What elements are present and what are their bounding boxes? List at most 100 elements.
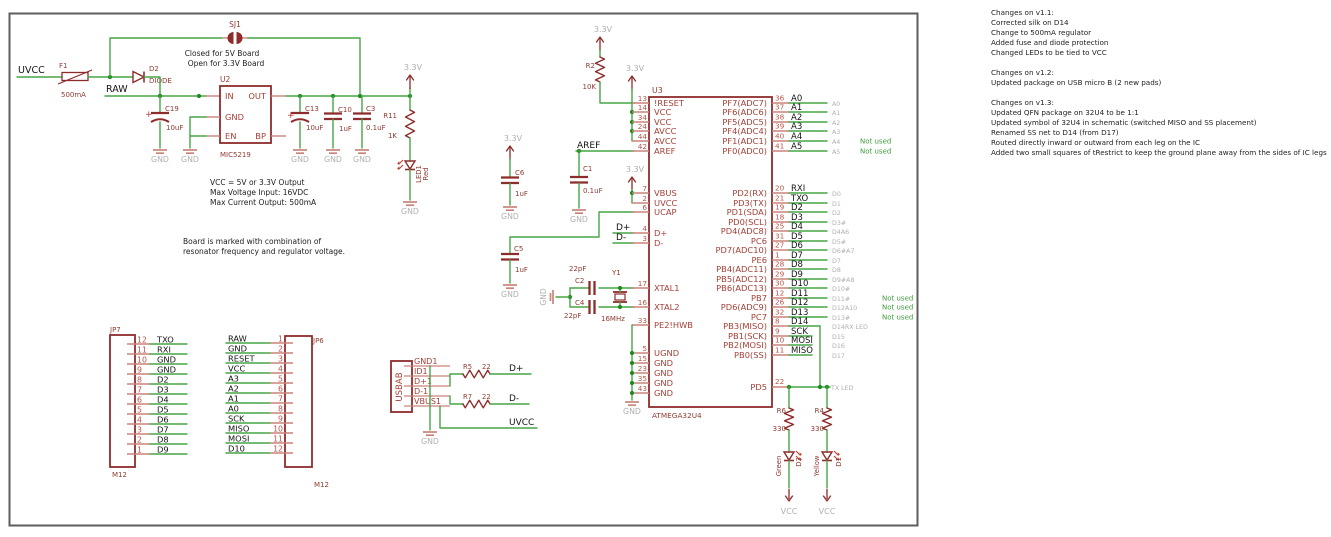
svg-text:D9: D9 [791, 270, 803, 280]
svg-text:JP6: JP6 [312, 337, 324, 345]
svg-text:D10: D10 [228, 444, 245, 454]
svg-text:GND: GND [654, 368, 673, 378]
svg-text:AVCC: AVCC [654, 126, 677, 136]
svg-text:D0: D0 [832, 191, 841, 198]
svg-text:2: 2 [642, 194, 647, 203]
svg-text:RESET: RESET [228, 354, 256, 364]
svg-text:23: 23 [638, 364, 648, 373]
svg-text:22: 22 [482, 363, 491, 371]
svg-text:XTAL1: XTAL1 [654, 283, 680, 293]
svg-text:A4: A4 [791, 132, 802, 142]
svg-text:A0: A0 [228, 404, 239, 414]
svg-text:EN: EN [225, 131, 236, 141]
changelog-line: Changed LEDs to be tied to VCC [991, 48, 1107, 57]
svg-text:D8: D8 [832, 267, 841, 274]
svg-text:0.1uF: 0.1uF [366, 124, 386, 132]
svg-text:12: 12 [775, 289, 784, 298]
svg-text:11: 11 [273, 435, 283, 444]
svg-text:17: 17 [638, 279, 648, 288]
changelog-line: Updated symbol of 32U4 in schematic (swi… [991, 118, 1257, 127]
svg-text:D1: D1 [835, 457, 843, 467]
changelog-line: Added fuse and diode protection [991, 38, 1109, 47]
svg-text:D2: D2 [157, 375, 169, 385]
svg-text:D11#: D11# [832, 296, 850, 303]
svg-text:11: 11 [775, 346, 784, 355]
changelog-line: Renamed SS net to D14 (from D17) [991, 128, 1119, 137]
changelog-line: Updated package on USB micro B (2 new pa… [991, 78, 1162, 87]
svg-text:MOSI: MOSI [228, 434, 249, 444]
svg-text:OUT: OUT [248, 91, 267, 101]
svg-text:C2: C2 [575, 277, 584, 285]
svg-text:D2: D2 [832, 210, 841, 217]
svg-text:+: + [287, 111, 295, 121]
svg-text:Green: Green [775, 456, 783, 477]
svg-text:resonator frequency and regula: resonator frequency and regulator voltag… [183, 247, 345, 256]
svg-text:25: 25 [775, 222, 784, 231]
svg-text:C5: C5 [514, 245, 523, 253]
svg-text:PD7(ADC10): PD7(ADC10) [715, 245, 767, 255]
svg-text:2: 2 [278, 345, 283, 354]
svg-text:A1: A1 [791, 103, 802, 113]
svg-text:D6#A7: D6#A7 [832, 248, 854, 255]
svg-text:GND: GND [291, 155, 309, 164]
svg-text:C13: C13 [305, 105, 319, 113]
svg-text:D3: D3 [795, 457, 803, 467]
svg-text:PD3(TX): PD3(TX) [733, 198, 767, 208]
svg-text:27: 27 [775, 241, 785, 250]
svg-text:3: 3 [278, 355, 283, 364]
svg-text:C10: C10 [338, 106, 352, 114]
svg-text:3: 3 [137, 426, 142, 435]
svg-text:10: 10 [775, 336, 785, 345]
svg-text:UVCC: UVCC [654, 198, 678, 208]
svg-text:PC6: PC6 [751, 236, 767, 246]
svg-text:PD0(SCL): PD0(SCL) [728, 217, 767, 227]
svg-text:29: 29 [775, 270, 785, 279]
svg-text:Not used: Not used [882, 314, 913, 322]
svg-text:28: 28 [775, 260, 785, 269]
changelog-v1-3: Changes on v1.3: Updated QFN package on … [991, 98, 1327, 158]
svg-text:38: 38 [775, 113, 785, 122]
svg-text:3.3V: 3.3V [626, 165, 645, 174]
svg-text:GND: GND [225, 112, 244, 122]
svg-text:42: 42 [638, 142, 647, 151]
svg-text:8: 8 [278, 405, 283, 414]
svg-text:5: 5 [278, 375, 283, 384]
svg-text:MISO: MISO [228, 424, 250, 434]
svg-text:C6: C6 [515, 169, 525, 177]
svg-text:D4: D4 [791, 222, 803, 232]
svg-text:D2: D2 [791, 203, 803, 213]
svg-text:VBUS1: VBUS1 [414, 397, 441, 406]
svg-text:D7: D7 [157, 425, 169, 435]
svg-text:RAW: RAW [106, 84, 128, 95]
svg-text:D6: D6 [791, 241, 803, 251]
svg-text:ID1: ID1 [414, 367, 428, 376]
svg-text:D13: D13 [791, 308, 808, 318]
svg-text:Not used: Not used [882, 295, 913, 303]
svg-text:VCC: VCC [654, 107, 671, 117]
svg-text:PD6(ADC9): PD6(ADC9) [721, 302, 767, 312]
svg-text:BP: BP [255, 131, 266, 141]
svg-text:Red: Red [422, 168, 430, 181]
svg-text:PD1(SDA): PD1(SDA) [727, 207, 767, 217]
svg-text:R6: R6 [777, 407, 787, 415]
svg-text:A0: A0 [832, 101, 840, 108]
svg-text:10: 10 [137, 356, 147, 365]
svg-text:PF5(ADC5): PF5(ADC5) [722, 117, 767, 127]
svg-text:500mA: 500mA [61, 91, 86, 99]
svg-text:PE6: PE6 [751, 255, 767, 265]
svg-text:D5#: D5# [832, 239, 846, 246]
svg-text:D1: D1 [832, 201, 841, 208]
svg-text:A3: A3 [832, 129, 840, 136]
svg-text:D13#: D13# [832, 315, 850, 322]
svg-text:D16: D16 [832, 343, 845, 350]
svg-text:10: 10 [273, 425, 283, 434]
svg-text:6: 6 [137, 396, 142, 405]
svg-text:D3#: D3# [832, 220, 846, 227]
svg-text:R4: R4 [815, 407, 825, 415]
svg-text:PB7: PB7 [751, 293, 767, 303]
